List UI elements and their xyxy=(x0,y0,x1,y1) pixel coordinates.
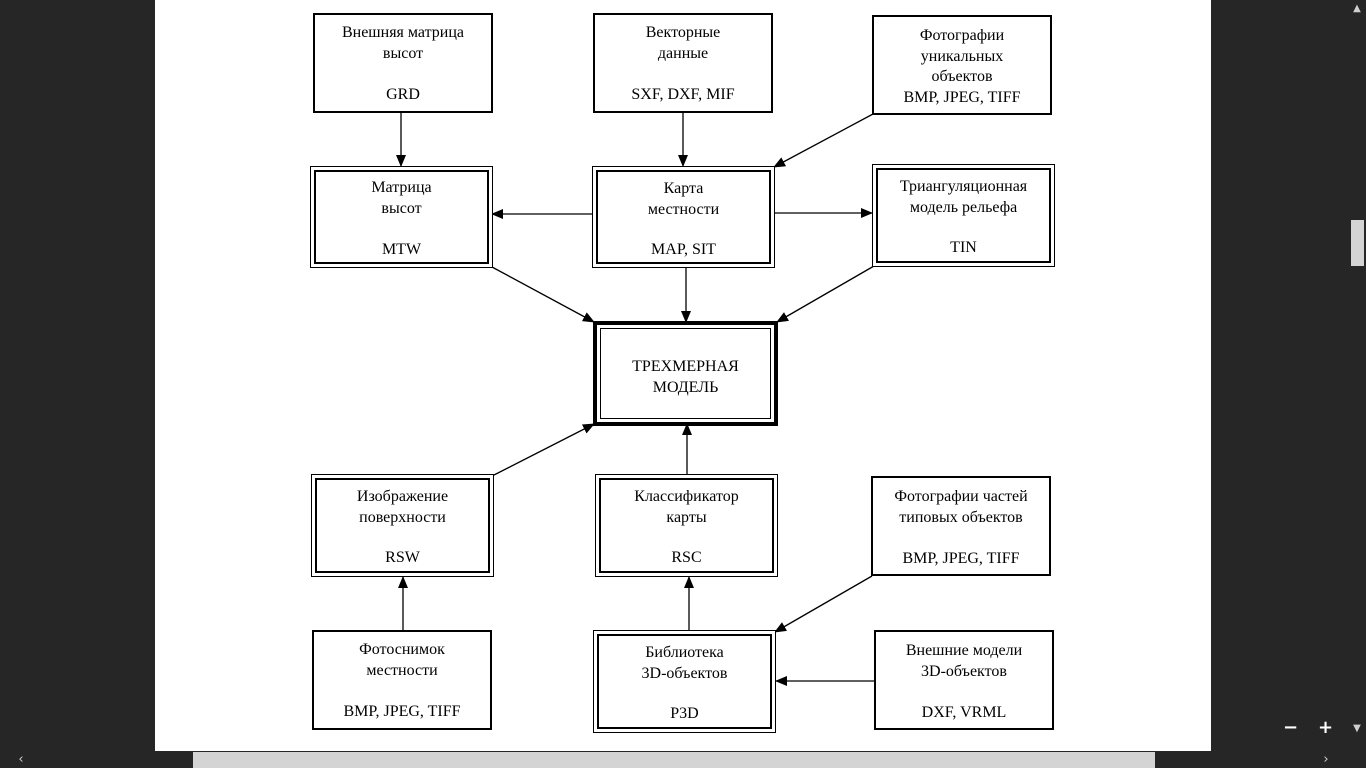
node-external-height-matrix: Внешняя матрица высот GRD xyxy=(313,13,493,113)
vertical-scrollbar[interactable]: ▲ ▼ xyxy=(1348,0,1366,751)
node-label: Векторные данные xyxy=(645,24,721,62)
zoom-out-button[interactable]: − xyxy=(1283,717,1299,738)
node-format: BMP, JPEG, TIFF xyxy=(343,703,461,720)
node-label: Матрица высот xyxy=(371,179,432,217)
node-typical-parts-photos: Фотографии частей типовых объектов BMP, … xyxy=(871,476,1051,576)
node-3d-objects-library: Библиотека 3D-объектов P3D xyxy=(593,630,776,733)
node-format: MAP, SIT xyxy=(651,241,716,258)
node-external-3d-models: Внешние модели 3D-объектов DXF, VRML xyxy=(874,630,1054,730)
node-format: GRD xyxy=(386,86,420,103)
node-map-classifier: Классификатор карты RSC xyxy=(595,474,778,577)
chevron-right-icon[interactable]: › xyxy=(1323,752,1329,767)
node-format: RSC xyxy=(671,549,702,566)
horizontal-scrollbar[interactable]: ‹ › xyxy=(0,751,1348,768)
node-terrain-map: Карта местности MAP, SIT xyxy=(592,166,775,268)
node-label: ТРЕХМЕРНАЯ МОДЕЛЬ xyxy=(632,358,739,396)
node-triangulation-model: Триангуляционная модель рельефа TIN xyxy=(872,164,1055,267)
node-label: Внешняя матрица высот xyxy=(341,24,465,62)
node-label: Библиотека 3D-объектов xyxy=(641,644,728,682)
node-label: Классификатор карты xyxy=(634,488,739,526)
arrow-photos-parts-to-p3d xyxy=(774,575,873,633)
chevron-down-icon[interactable]: ▼ xyxy=(1353,723,1361,734)
node-format: BMP, JPEG, TIFF xyxy=(903,89,1021,106)
node-label: Внешние модели 3D-объектов xyxy=(905,642,1023,680)
node-format: BMP, JPEG, TIFF xyxy=(902,550,1020,567)
node-format: MTW xyxy=(381,241,422,258)
node-surface-image: Изображение поверхности RSW xyxy=(311,474,494,577)
node-format: P3D xyxy=(670,705,699,722)
node-label: Фотографии частей типовых объектов xyxy=(894,488,1028,526)
node-3d-model: ТРЕХМЕРНАЯ МОДЕЛЬ xyxy=(593,321,778,426)
arrow-tin-to-model xyxy=(776,265,875,323)
chevron-up-icon[interactable]: ▲ xyxy=(1353,3,1361,14)
node-format: RSW xyxy=(385,549,420,566)
scrollbar-corner xyxy=(1348,751,1366,768)
node-height-matrix: Матрица высот MTW xyxy=(310,166,493,268)
node-label: Фотоснимок местности xyxy=(359,641,445,679)
zoom-in-button[interactable]: + xyxy=(1318,717,1334,738)
node-vector-data: Векторные данные SXF, DXF, MIF xyxy=(593,13,773,113)
node-format: DXF, VRML xyxy=(921,704,1007,721)
node-label: Фотографии уникальных объектов xyxy=(919,27,1005,85)
node-unique-objects-photos: Фотографии уникальных объектов BMP, JPEG… xyxy=(872,15,1052,115)
node-label: Триангуляционная модель рельефа xyxy=(899,178,1028,216)
vertical-scrollbar-thumb[interactable] xyxy=(1351,220,1364,266)
arrow-photos-unique-to-map xyxy=(773,113,874,168)
chevron-left-icon[interactable]: ‹ xyxy=(18,752,24,767)
node-label: Изображение поверхности xyxy=(356,488,449,526)
diagram-arrows xyxy=(396,112,875,686)
arrow-rsw-to-model xyxy=(493,423,595,476)
arrow-mtw-to-model xyxy=(491,266,595,323)
node-format: TIN xyxy=(950,239,977,256)
horizontal-scrollbar-thumb[interactable] xyxy=(193,752,1155,768)
node-terrain-photo: Фотоснимок местности BMP, JPEG, TIFF xyxy=(312,630,492,730)
node-format: SXF, DXF, MIF xyxy=(631,86,735,103)
node-label: Карта местности xyxy=(647,180,720,218)
